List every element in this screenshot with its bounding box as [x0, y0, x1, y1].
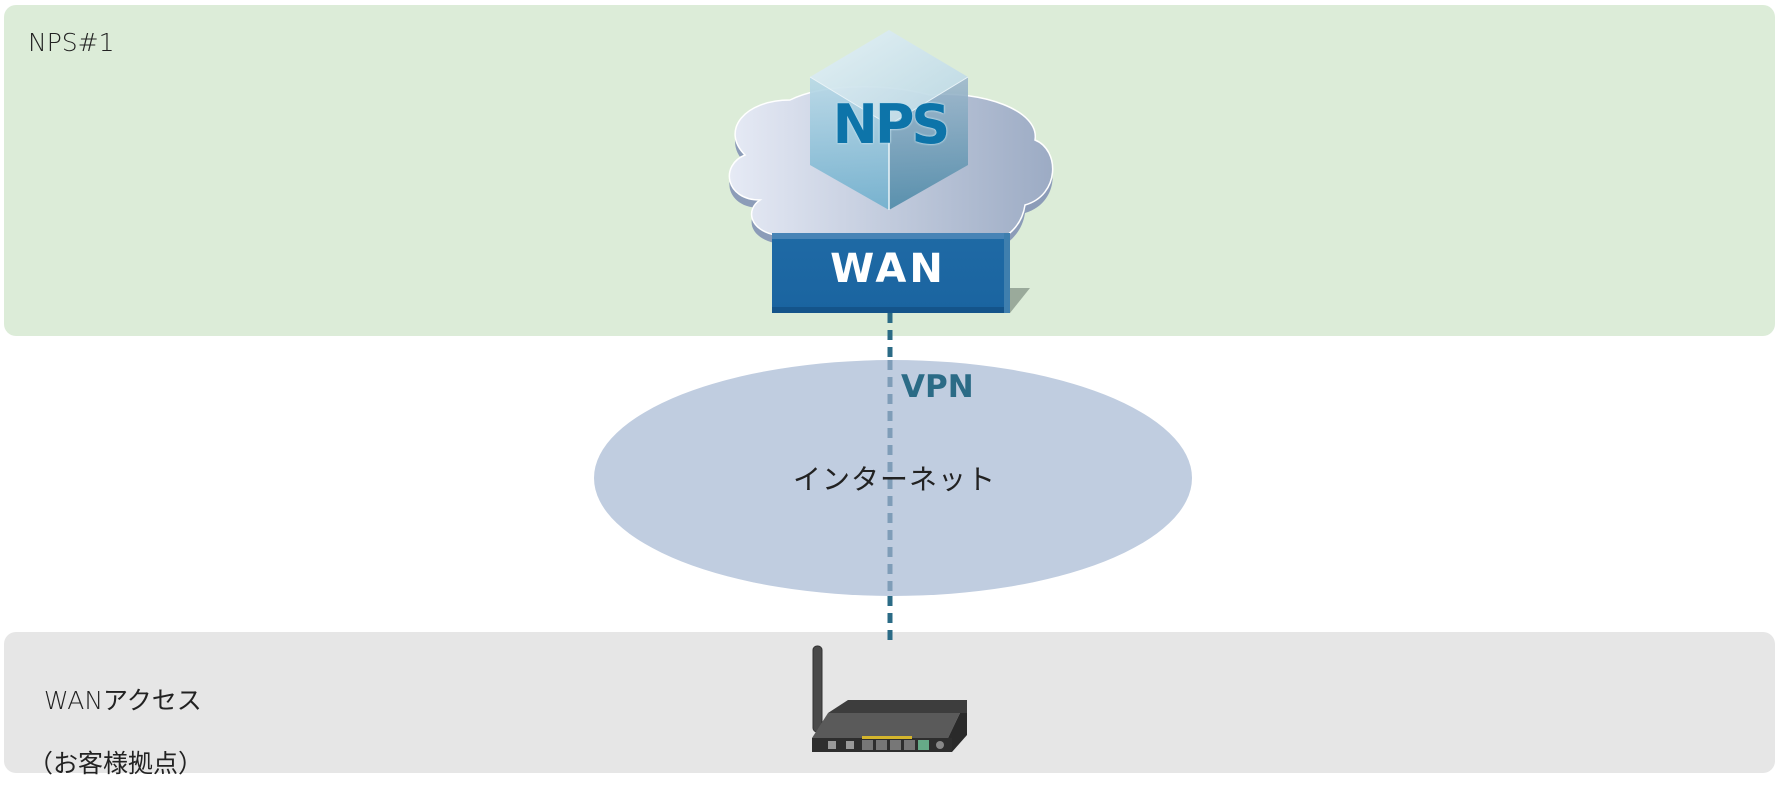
wan-access-panel-label: WANアクセス （お客様拠点） [28, 654, 203, 810]
nps-cube-icon [809, 30, 969, 210]
router-icon [812, 645, 967, 752]
wan-label: WAN [830, 246, 946, 292]
network-diagram [594, 30, 1192, 752]
vpn-label: VPN [901, 369, 974, 405]
wan-access-label-line1: WANアクセス [43, 686, 202, 716]
wan-access-label-line2: （お客様拠点） [28, 748, 204, 778]
nps-panel-label: NPS#1 [28, 28, 115, 57]
internet-cloud [594, 360, 1192, 596]
wan-box [772, 233, 1030, 313]
nps-cube-label: NPS [832, 93, 951, 156]
internet-label: インターネット [793, 463, 997, 496]
